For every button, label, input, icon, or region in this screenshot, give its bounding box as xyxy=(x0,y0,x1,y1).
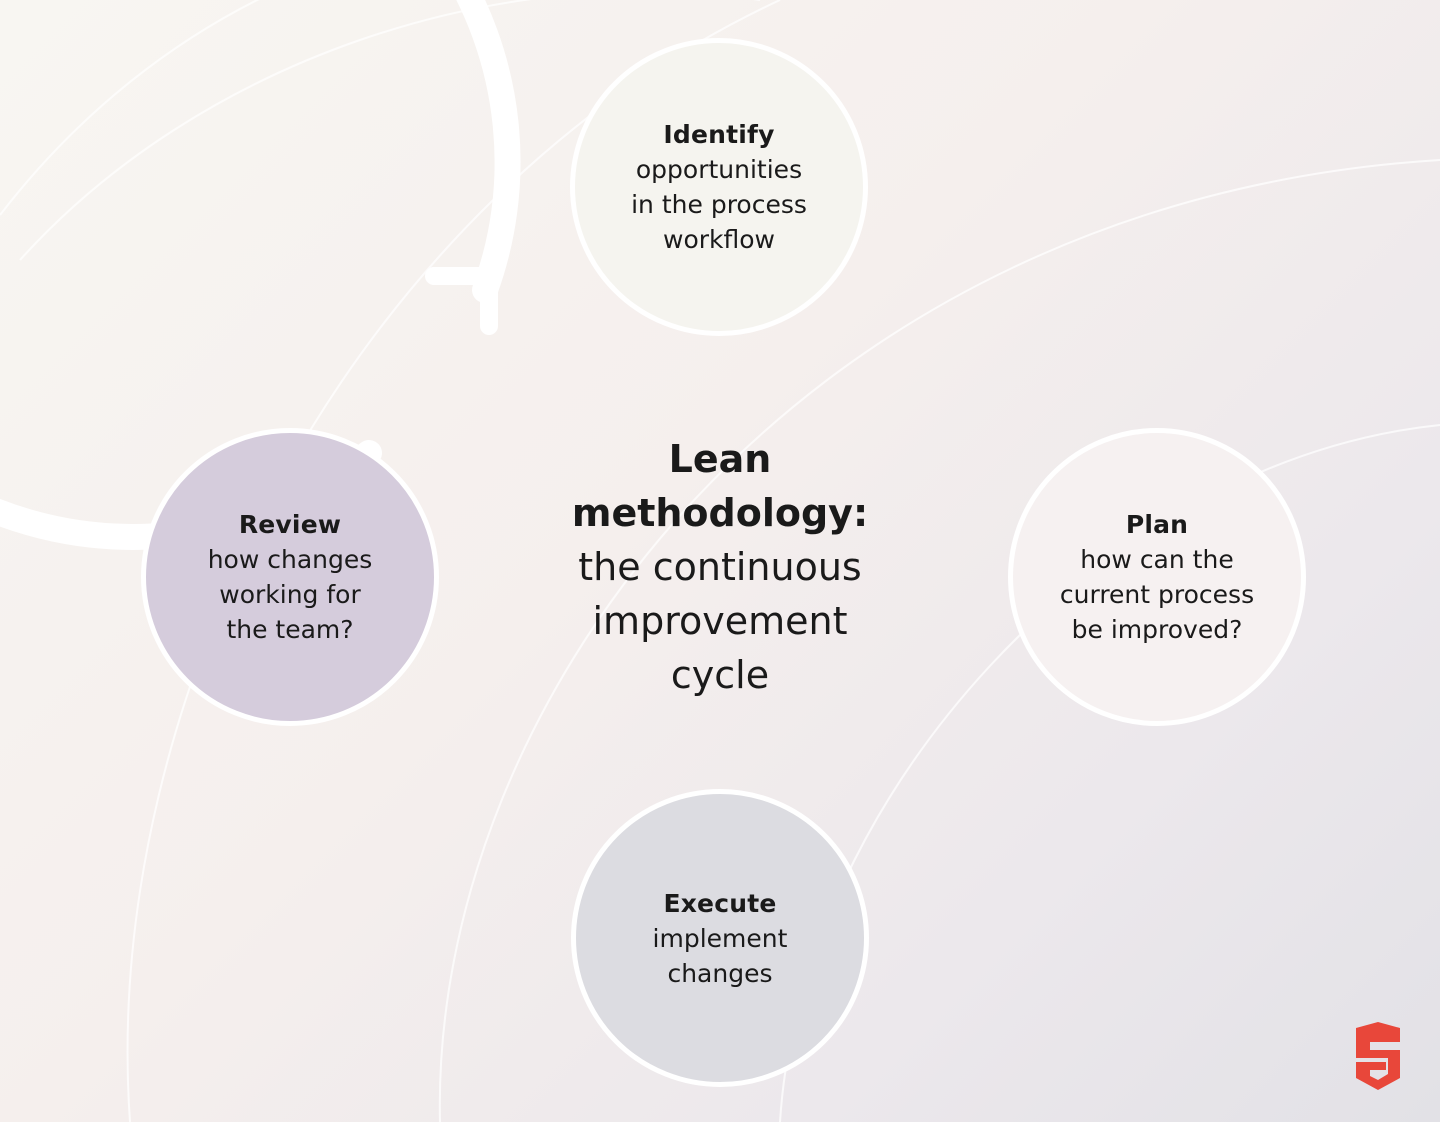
diagram-title-bold: Lean methodology: xyxy=(571,437,869,535)
bg-arc-3 xyxy=(438,159,1440,1122)
cycle-ring xyxy=(0,0,521,550)
diagram-title: Lean methodology: the continuous improve… xyxy=(520,432,920,702)
arrow-head-icon xyxy=(425,267,498,335)
step-review-description: how changes working for the team? xyxy=(207,545,373,644)
step-execute-description: implement changes xyxy=(652,923,788,988)
diagram-title-regular: the continuous improvement cycle xyxy=(578,545,862,697)
step-identify: Identify opportunities in the process wo… xyxy=(570,38,868,336)
step-plan: Plan how can the current process be impr… xyxy=(1008,428,1306,726)
step-execute: Execute implement changes xyxy=(571,789,869,1087)
step-review-title: Review xyxy=(238,510,342,539)
step-execute-title: Execute xyxy=(663,888,777,918)
bg-arc-5 xyxy=(19,0,760,261)
step-plan-description: how can the current process be improved? xyxy=(1059,545,1255,644)
bg-arc-1 xyxy=(0,0,260,216)
step-identify-title: Identify xyxy=(663,120,775,149)
step-identify-description: opportunities in the process workflow xyxy=(631,155,807,254)
brand-logo-icon xyxy=(1356,1022,1400,1090)
step-review: Review how changes working for the team? xyxy=(141,428,439,726)
step-plan-title: Plan xyxy=(1125,510,1189,539)
